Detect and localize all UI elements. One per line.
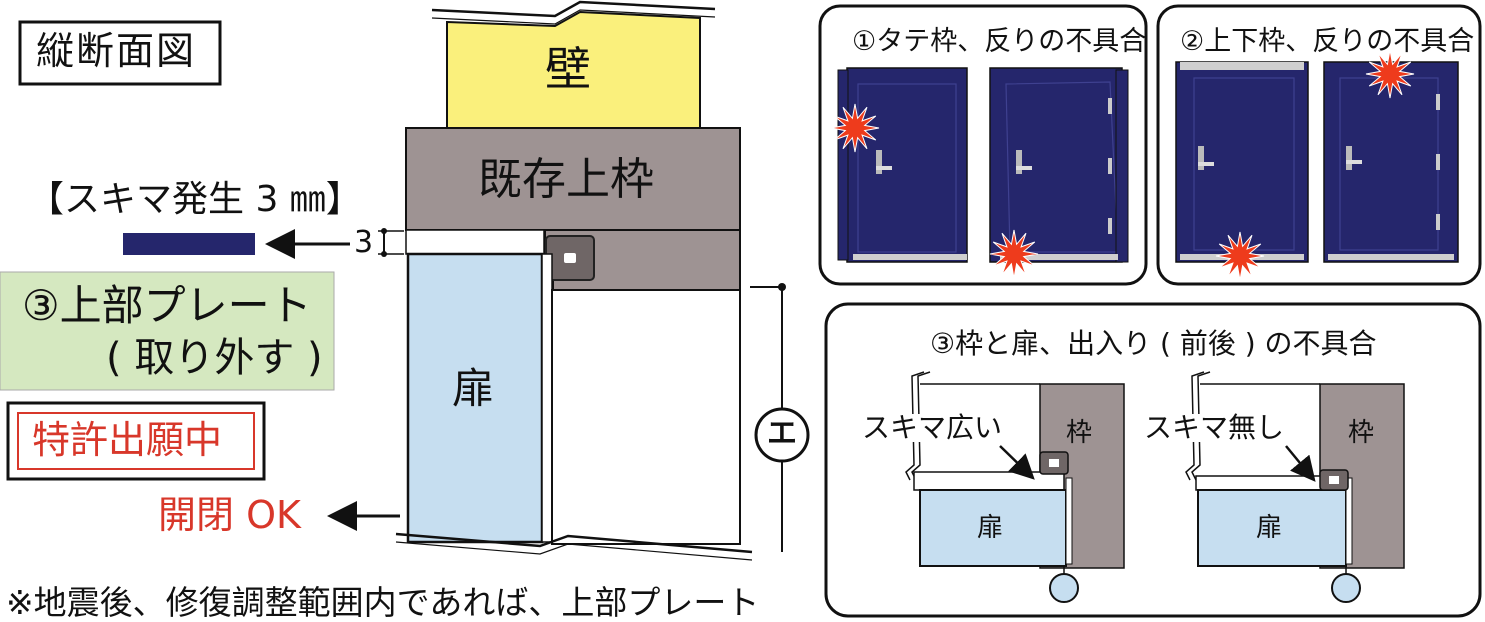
p3-right-frame-label: 枠	[1348, 418, 1375, 448]
p3-right-gap-label: スキマ無し	[1144, 411, 1285, 444]
door-label: 扉	[452, 364, 495, 413]
p3-left-knob	[1049, 573, 1079, 603]
existing-top-frame	[405, 127, 741, 231]
dimension-circle	[754, 407, 810, 463]
top-plate-line2: ( 取り外す )	[106, 335, 323, 381]
gap-area	[405, 229, 545, 255]
section-title: 縦断面図	[36, 29, 197, 73]
door-panel	[406, 252, 544, 544]
fault-burst-icon	[1365, 49, 1415, 99]
top-plate-hole	[564, 253, 576, 263]
fault-burst-icon	[1215, 231, 1265, 281]
opening-outline	[551, 289, 741, 545]
p3-left-door-label: 扉	[977, 513, 1004, 543]
dimension-mark: エ	[767, 416, 797, 451]
panel2-title: ②上下枠、反りの不具合	[1180, 26, 1475, 57]
wall-label: 壁	[545, 42, 591, 96]
top-plate-note-box	[0, 271, 335, 391]
fault-burst-icon	[830, 103, 880, 153]
fault-bursts	[830, 49, 1415, 281]
patent-label: 特許出願中	[32, 418, 223, 462]
p3-left-gap-label: スキマ広い	[862, 411, 1003, 444]
p3-left-frame-label: 枠	[1066, 418, 1093, 448]
panel1-title: ①タテ枠、反りの不具合	[852, 26, 1147, 57]
p3-right-door	[1197, 489, 1347, 567]
open-close-label: 開閉 OK	[158, 493, 301, 537]
p3-right-door-label: 扉	[1256, 513, 1283, 543]
gap-note: 【スキマ発生 3 ㎜】	[28, 179, 362, 220]
gap-bar	[123, 233, 255, 255]
top-plate-line1: ③上部プレート	[22, 281, 312, 330]
gap-value: 3	[354, 225, 374, 260]
existing-top-frame-label: 既存上枠	[478, 154, 654, 205]
section-title-box	[18, 20, 222, 86]
footnote: ※地震後、修復調整範囲内であれば、上部プレート	[6, 583, 760, 622]
patent-box-inner	[17, 412, 255, 470]
door-edge-strip	[541, 253, 553, 543]
panel3-title: ③枠と扉、出入り ( 前後 ) の不具合	[930, 327, 1377, 360]
p3-right-knob	[1331, 573, 1361, 603]
wall-break-line	[431, 0, 716, 18]
fault-burst-icon	[989, 229, 1039, 279]
bottom-break-line	[395, 532, 753, 554]
